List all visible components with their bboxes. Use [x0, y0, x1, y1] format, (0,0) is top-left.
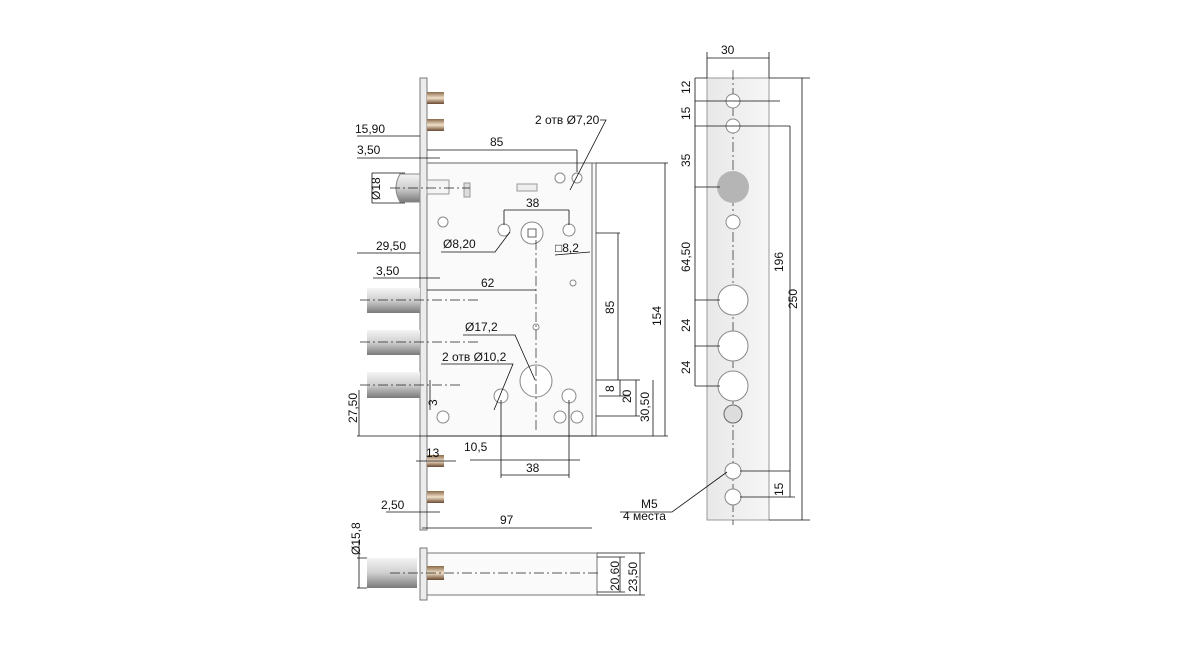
dim-label: 15,90	[355, 122, 385, 136]
bottom-view	[357, 540, 645, 601]
dim-label: 30,50	[638, 392, 652, 422]
screw-hole	[723, 404, 743, 424]
dim-label: 8	[603, 385, 617, 392]
dim-label: 2,50	[381, 498, 405, 512]
pin	[427, 119, 444, 131]
cylinder-hole	[520, 221, 544, 245]
dim-label: 23,50	[626, 562, 640, 592]
front-view	[357, 77, 668, 531]
dim-label: 38	[526, 196, 540, 210]
dim-label: 24	[679, 360, 693, 374]
faceplate	[419, 77, 428, 531]
dim-label: 15	[772, 482, 786, 496]
dim-label: 12	[679, 80, 693, 94]
dim-label: 15	[679, 106, 693, 120]
dim-label: 29,50	[376, 239, 406, 253]
dim-label: Ø17,2	[465, 320, 498, 334]
dim-label: 10,5	[464, 440, 488, 454]
dim-label: 30	[721, 43, 735, 57]
dim-label: 24	[679, 318, 693, 332]
dim-label: Ø18	[369, 177, 383, 200]
dim-label: 2 отв Ø10,2	[442, 350, 507, 364]
dim-label: 3,50	[376, 264, 400, 278]
dim-label: 38	[526, 461, 540, 475]
dim-label: 2 отв Ø7,20	[535, 113, 600, 127]
dim-label: 154	[650, 306, 664, 326]
dim-label: 64,50	[679, 242, 693, 272]
bolt	[367, 372, 420, 398]
cover-edge	[591, 162, 597, 437]
dimension-labels: 30 12 15 35 64,50 24 24 196 250 15 M5 4 …	[346, 43, 800, 592]
dim-label: 62	[481, 276, 495, 290]
dim-label: 20,60	[608, 561, 622, 591]
dim-label: 196	[772, 252, 786, 272]
latch-tail	[426, 179, 450, 195]
dim-label: 97	[500, 513, 514, 527]
dim-label: 250	[786, 289, 800, 309]
dim-label: Ø15,8	[349, 522, 363, 555]
bolt	[367, 330, 420, 355]
dim-label: 35	[679, 153, 693, 167]
dim-label: 4 места	[623, 509, 666, 523]
dim-label: 85	[603, 300, 617, 314]
dim-label: □8,2	[555, 241, 579, 255]
dim-label: Ø8,20	[443, 237, 476, 251]
dim-label: 13	[426, 446, 440, 460]
pin	[427, 92, 444, 104]
dim-label: 85	[490, 135, 504, 149]
dim-label: M5	[641, 497, 658, 511]
dim-label: 27,50	[346, 393, 360, 423]
dim-label: 20	[620, 389, 634, 403]
bolt-opening	[717, 330, 749, 362]
latch-opening	[717, 171, 749, 203]
pin	[427, 491, 444, 503]
bolt-opening	[717, 370, 749, 402]
bolt-opening	[717, 284, 749, 316]
dim-label: 3,50	[357, 143, 381, 157]
dim-label: 3	[426, 399, 440, 406]
bolt	[367, 288, 420, 313]
side-view	[620, 52, 810, 525]
